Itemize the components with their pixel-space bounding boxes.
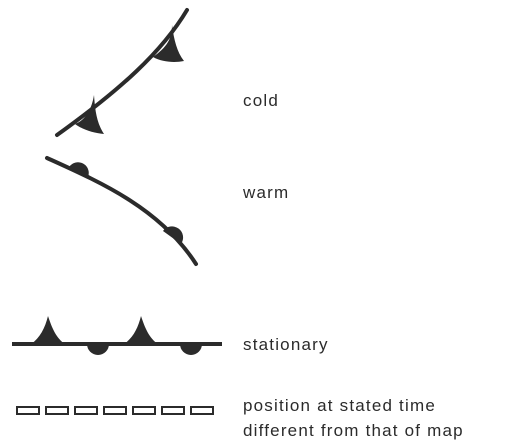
position-label: position at stated time different from t… [243, 393, 464, 443]
position-label-line-2: different from that of map [243, 421, 464, 440]
position-label-line-1: position at stated time [243, 396, 436, 415]
stationary-label: stationary [243, 335, 329, 354]
warm-label: warm [243, 183, 290, 202]
cold-label: cold [243, 91, 279, 110]
